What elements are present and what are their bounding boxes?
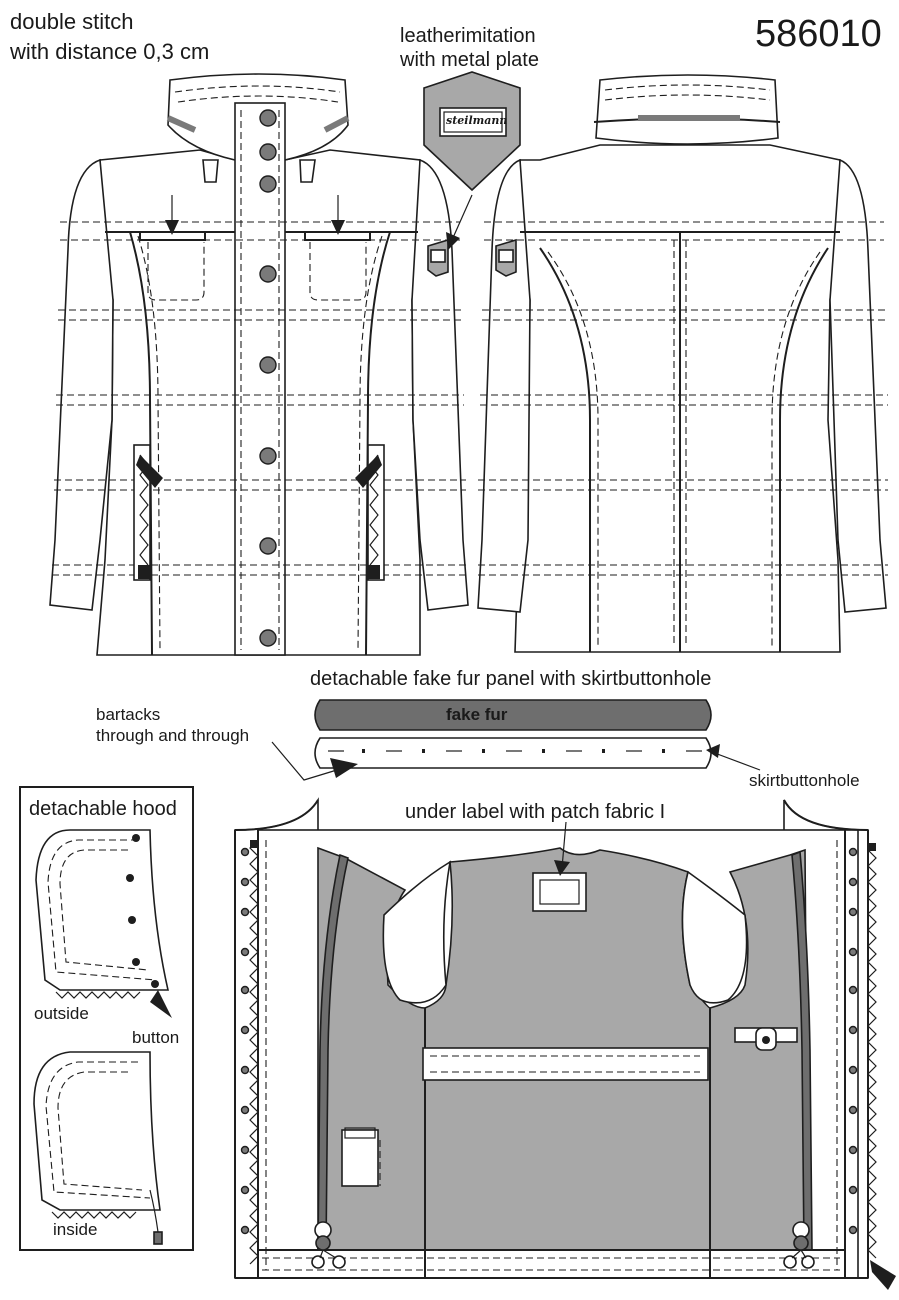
badge-callout-line1: leatherimitation — [400, 25, 536, 47]
button-7 — [259, 537, 277, 555]
plate-text: steilmann — [446, 114, 508, 127]
placket-buttons — [259, 109, 277, 647]
hood-outside-label: outside — [34, 1004, 89, 1023]
hood-button — [151, 980, 159, 988]
side-pocket-right — [355, 444, 385, 581]
front-right-sleeve — [411, 158, 469, 611]
button-1 — [259, 109, 277, 127]
hood-outside — [35, 829, 172, 1018]
button-4 — [259, 265, 277, 283]
hood-inside — [33, 1051, 163, 1245]
buttonholes — [328, 749, 702, 753]
stitch-note-line1: double stitch — [10, 9, 134, 34]
under-label-note: under label with patch fabric I — [405, 801, 666, 823]
skirtbuttonhole-label: skirtbuttonhole — [749, 771, 860, 790]
drawcord-toggle-right — [783, 1221, 815, 1269]
hanger-loop — [422, 1047, 709, 1081]
back-quilting — [478, 221, 888, 576]
fur-panel-title: detachable fake fur panel with skirtbutt… — [310, 668, 712, 690]
back-view — [477, 74, 888, 653]
button-6 — [259, 447, 277, 465]
phone-pocket — [341, 1129, 379, 1187]
bartacks-line2: through and through — [96, 726, 250, 745]
front-view — [49, 73, 469, 656]
button-8 — [259, 629, 277, 647]
hood-button-label: button — [132, 1028, 180, 1047]
article-number: 586010 — [755, 13, 882, 55]
front-left-sleeve — [49, 158, 114, 611]
back-left-sleeve — [477, 158, 531, 613]
fur-label: fake fur — [446, 705, 508, 724]
hood-inside-label: inside — [53, 1220, 98, 1239]
back-collar — [595, 74, 779, 145]
buttonhole-strip — [314, 737, 712, 769]
front-quilting — [52, 221, 468, 576]
leather-badge — [423, 71, 521, 250]
stitch-note-line2: with distance 0,3 cm — [10, 39, 210, 64]
bartacks-line1: bartacks — [96, 705, 161, 724]
button-3 — [259, 175, 277, 193]
front-placket — [234, 102, 286, 656]
button-2 — [259, 143, 277, 161]
lining-view — [234, 797, 896, 1290]
badge-callout-line2: with metal plate — [400, 49, 539, 71]
hood-box — [19, 786, 194, 1251]
fake-fur-panel — [271, 699, 761, 781]
under-label — [532, 872, 587, 912]
back-right-sleeve — [829, 158, 887, 613]
fur-strip — [314, 699, 712, 731]
side-pocket-left — [133, 444, 163, 581]
lining-buttons — [240, 847, 858, 1235]
drawcord-toggle-left — [311, 1221, 346, 1269]
hood-box-title: detachable hood — [29, 798, 177, 820]
metal-plate — [439, 107, 507, 137]
button-5 — [259, 356, 277, 374]
